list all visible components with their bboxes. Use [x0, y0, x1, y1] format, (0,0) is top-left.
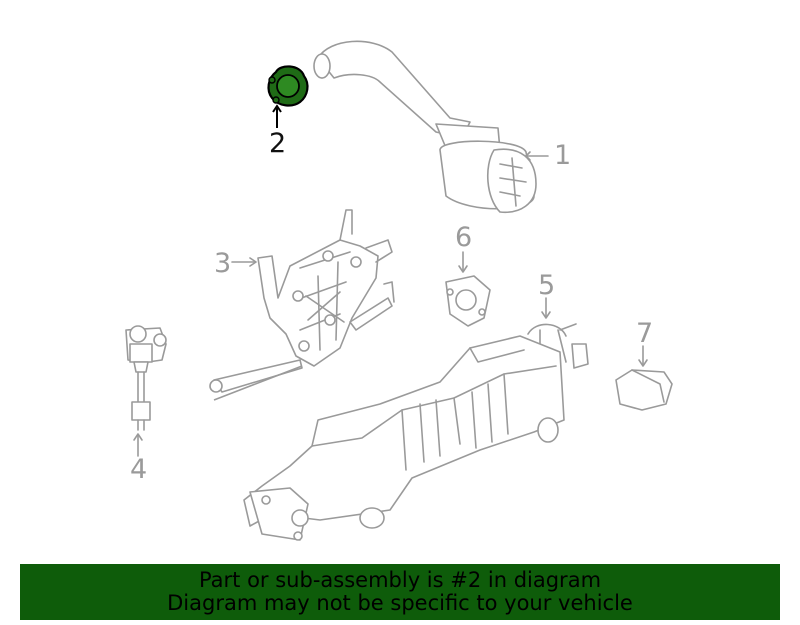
part-3-bracket[interactable]	[209, 209, 395, 401]
part-6-gasket[interactable]	[445, 251, 491, 327]
callout-7: 7	[636, 318, 654, 349]
part-5-clamp[interactable]	[527, 297, 589, 369]
part-7-cap[interactable]	[615, 345, 673, 411]
parts-diagram	[125, 40, 673, 541]
part-1-egr-valve[interactable]	[313, 40, 549, 213]
part-2-gasket[interactable]	[267, 65, 309, 128]
egr-cooler[interactable]	[243, 335, 565, 541]
part-4-sensor[interactable]	[125, 325, 167, 457]
banner-line-2: Diagram may not be specific to your vehi…	[167, 591, 633, 615]
callout-3: 3	[214, 248, 232, 279]
info-banner: Part or sub-assembly is #2 in diagram Di…	[20, 564, 780, 620]
callout-2: 2	[269, 128, 287, 159]
banner-line-1: Part or sub-assembly is #2 in diagram	[198, 568, 602, 592]
callout-5: 5	[538, 270, 556, 301]
callout-4: 4	[130, 454, 148, 485]
callout-1: 1	[554, 140, 572, 171]
callout-6: 6	[455, 222, 473, 253]
